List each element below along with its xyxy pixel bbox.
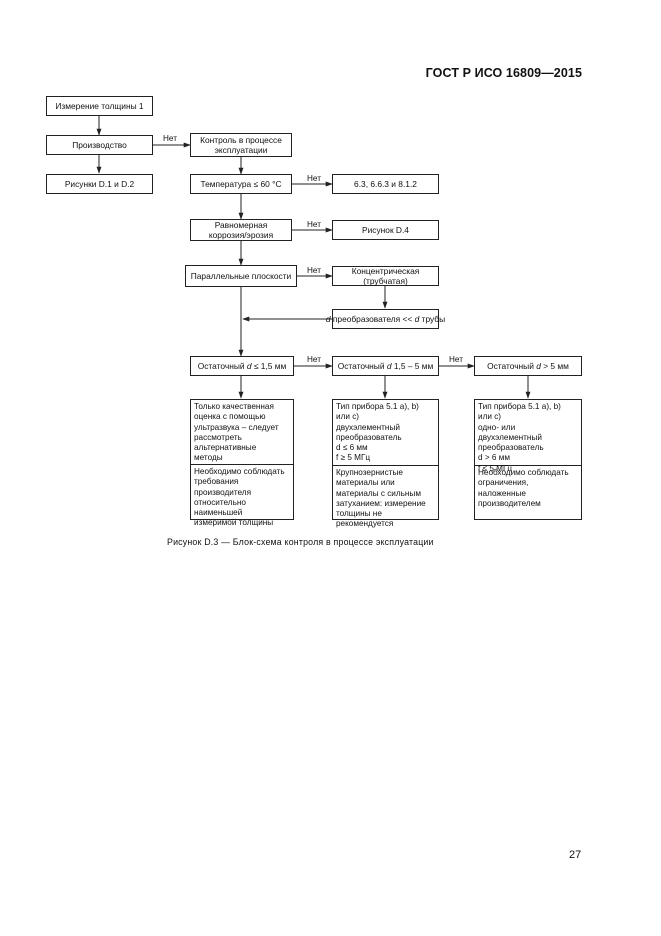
residual-label: Остаточный: [197, 360, 247, 371]
result-small-requirement: Необходимо соблюдать требования производ…: [194, 467, 285, 528]
d-symbol: d: [386, 360, 392, 371]
residual-range: > 5 мм: [540, 360, 569, 371]
no-label-parallel: Нет: [307, 266, 321, 275]
page-number: 27: [569, 849, 582, 861]
result-large-requirement: Необходимо соблюдать ограничения, наложе…: [478, 468, 569, 508]
no-label-residual-small: Нет: [307, 355, 321, 364]
residual-label: Остаточный: [337, 360, 387, 371]
node-parallel-planes: Параллельные плоскости: [185, 265, 297, 287]
result-small-method: Только качественная оценка с помощью уль…: [191, 400, 293, 465]
standard-header: ГОСТ Р ИСО 16809—2015: [425, 66, 582, 80]
transducer-text: преобразователя <<: [330, 313, 415, 324]
no-label-production: Нет: [163, 134, 177, 143]
node-production: Производство: [46, 135, 153, 155]
result-box-mid: Тип прибора 5.1 а), b) или с) двухэлемен…: [332, 399, 439, 528]
node-thickness-measurement: Измерение толщины 1: [46, 96, 153, 116]
node-figures-d1-d2: Рисунки D.1 и D.2: [46, 174, 153, 194]
pipe-text: трубы: [419, 313, 446, 324]
residual-range: 1,5 – 5 мм: [391, 360, 434, 371]
node-residual-large: Остаточный d > 5 мм: [474, 356, 582, 376]
node-ref-633: 6.3, 6.6.3 и 8.1.2: [332, 174, 439, 194]
node-residual-small: Остаточный d ≤ 1,5 мм: [190, 356, 294, 376]
node-residual-mid: Остаточный d 1,5 – 5 мм: [332, 356, 439, 376]
d-symbol: d: [246, 360, 252, 371]
residual-label: Остаточный: [487, 360, 537, 371]
figure-caption: Рисунок D.3 — Блок-схема контроля в проц…: [167, 537, 434, 547]
node-concentric-tubular: Концентрическая (трубчатая): [332, 266, 439, 286]
result-mid-instrument: Тип прибора 5.1 а), b) или с) двухэлемен…: [333, 400, 438, 466]
no-label-temperature: Нет: [307, 174, 321, 183]
result-box-large: Тип прибора 5.1 а), b) или с) одно- или …: [474, 399, 582, 520]
d-symbol: d: [536, 360, 541, 371]
d-symbol: d: [414, 313, 420, 324]
no-label-residual-mid: Нет: [449, 355, 463, 364]
d-symbol: d: [325, 313, 331, 324]
node-uniform-corrosion: Равномерная коррозия/эрозия: [190, 219, 292, 241]
node-in-service-inspection: Контроль в процессе эксплуатации: [190, 133, 292, 157]
no-label-uniform: Нет: [307, 220, 321, 229]
result-box-small: Только качественная оценка с помощью уль…: [190, 399, 294, 527]
result-mid-note: Крупнозернистые материалы или материалы …: [336, 468, 426, 529]
residual-range: ≤ 1,5 мм: [251, 360, 287, 371]
result-large-instrument: Тип прибора 5.1 а), b) или с) одно- или …: [475, 400, 581, 473]
node-figure-d4: Рисунок D.4: [332, 220, 439, 240]
node-temperature: Температура ≤ 60 °С: [190, 174, 292, 194]
node-transducer-diameter: d преобразователя << d трубы: [326, 309, 445, 329]
